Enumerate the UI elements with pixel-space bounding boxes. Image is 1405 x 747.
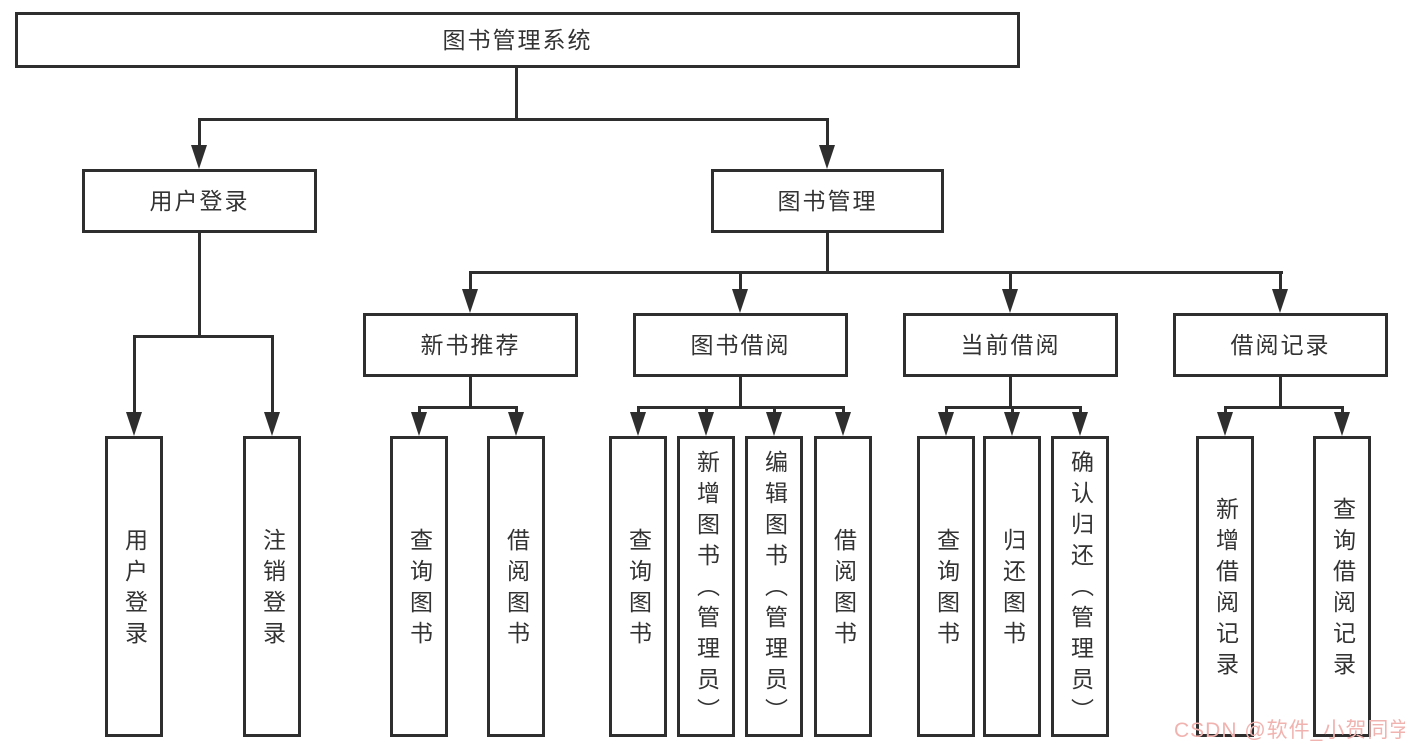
connector-line — [1224, 406, 1344, 409]
connector-line — [133, 335, 274, 338]
connector-line — [1341, 406, 1344, 416]
watermark: CSDN @软件_小贺同学 — [1174, 719, 1405, 742]
connector-line — [1279, 271, 1282, 291]
leaf-query-borrow-record: 查询借阅记录 — [1313, 436, 1371, 737]
connector-line — [1279, 377, 1282, 407]
arrowhead-down-icon — [462, 289, 478, 313]
connector-line — [637, 406, 845, 409]
node-user-login: 用户登录 — [82, 169, 317, 233]
connector-line — [1009, 271, 1012, 291]
connector-line — [1079, 406, 1082, 416]
arrowhead-down-icon — [1334, 412, 1350, 436]
connector-line — [515, 406, 518, 416]
connector-line — [637, 406, 640, 416]
leaf-user-login: 用户登录 — [105, 436, 163, 737]
leaf-query-books-borrow: 查询图书 — [609, 436, 667, 737]
arrowhead-down-icon — [732, 289, 748, 313]
arrowhead-down-icon — [411, 412, 427, 436]
connector-line — [739, 271, 742, 291]
arrowhead-down-icon — [819, 145, 835, 169]
connector-line — [1224, 406, 1227, 416]
connector-line — [842, 406, 845, 416]
leaf-edit-book-admin: 编辑图书（管理员） — [745, 436, 803, 737]
arrowhead-down-icon — [698, 412, 714, 436]
node-borrow-records: 借阅记录 — [1173, 313, 1388, 377]
arrowhead-down-icon — [508, 412, 524, 436]
connector-line — [198, 118, 201, 148]
leaf-add-book-admin: 新增图书（管理员） — [677, 436, 735, 737]
arrowhead-down-icon — [1217, 412, 1233, 436]
connector-line — [739, 377, 742, 407]
arrowhead-down-icon — [191, 145, 207, 169]
connector-line — [1009, 377, 1012, 407]
connector-line — [705, 406, 708, 416]
arrowhead-down-icon — [1272, 289, 1288, 313]
leaf-query-books-current: 查询图书 — [917, 436, 975, 737]
node-current-borrow: 当前借阅 — [903, 313, 1118, 377]
connector-line — [271, 335, 274, 413]
root-node: 图书管理系统 — [15, 12, 1020, 68]
leaf-borrow-books: 借阅图书 — [814, 436, 872, 737]
connector-line — [198, 233, 201, 337]
arrowhead-down-icon — [1004, 412, 1020, 436]
connector-line — [469, 377, 472, 407]
connector-line — [133, 335, 136, 413]
connector-line — [515, 68, 518, 119]
connector-line — [1011, 406, 1014, 416]
connector-line — [469, 271, 1283, 274]
arrowhead-down-icon — [1072, 412, 1088, 436]
connector-line — [945, 406, 948, 416]
node-book-management: 图书管理 — [711, 169, 944, 233]
arrowhead-down-icon — [126, 412, 142, 436]
connector-line — [418, 406, 518, 409]
connector-line — [469, 271, 472, 291]
connector-line — [773, 406, 776, 416]
leaf-logout: 注销登录 — [243, 436, 301, 737]
connector-line — [418, 406, 421, 416]
leaf-confirm-return-admin: 确认归还（管理员） — [1051, 436, 1109, 737]
connector-line — [198, 118, 829, 121]
node-new-book-recommend: 新书推荐 — [363, 313, 578, 377]
leaf-borrow-books-recommend: 借阅图书 — [487, 436, 545, 737]
leaf-add-borrow-record: 新增借阅记录 — [1196, 436, 1254, 737]
leaf-return-book: 归还图书 — [983, 436, 1041, 737]
arrowhead-down-icon — [835, 412, 851, 436]
connector-line — [826, 233, 829, 273]
leaf-query-books-recommend: 查询图书 — [390, 436, 448, 737]
arrowhead-down-icon — [766, 412, 782, 436]
arrowhead-down-icon — [630, 412, 646, 436]
connector-line — [826, 118, 829, 148]
arrowhead-down-icon — [1002, 289, 1018, 313]
arrowhead-down-icon — [938, 412, 954, 436]
node-book-borrow: 图书借阅 — [633, 313, 848, 377]
arrowhead-down-icon — [264, 412, 280, 436]
